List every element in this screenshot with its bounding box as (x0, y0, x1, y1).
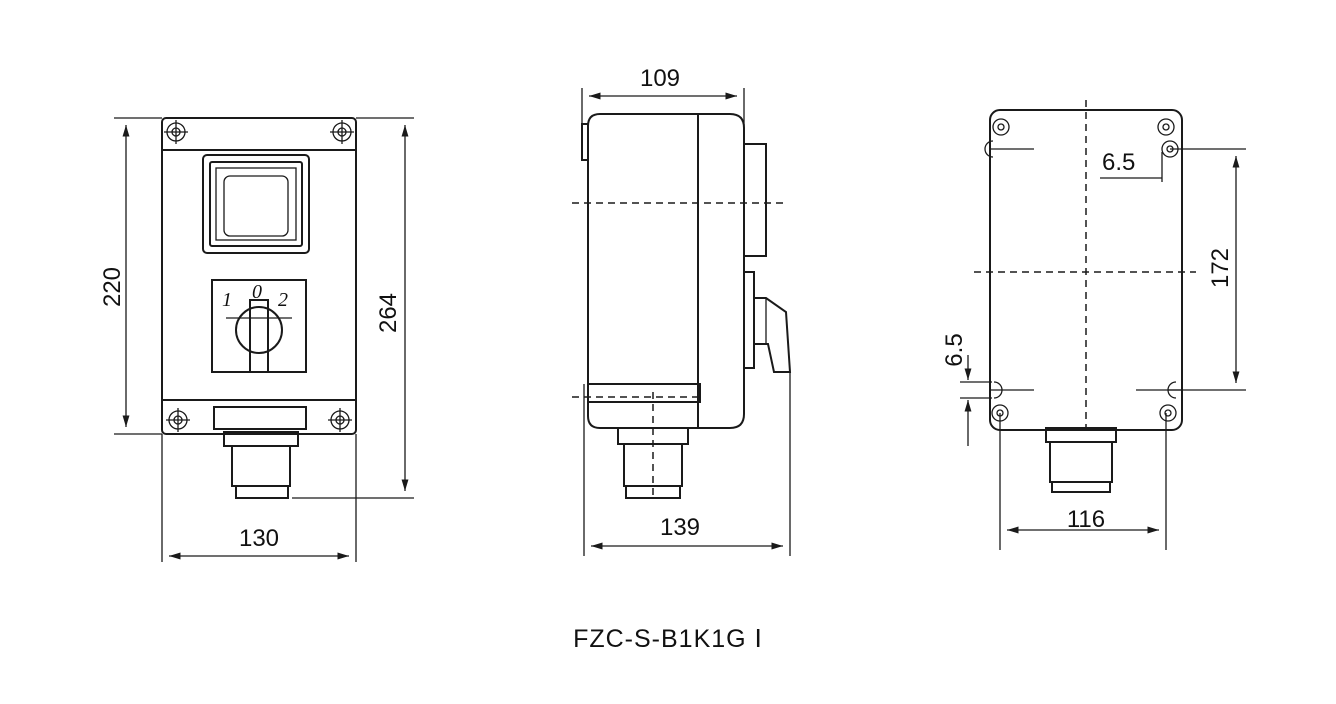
mount-height-172-label: 172 (1207, 248, 1234, 288)
width-130-label: 130 (239, 525, 279, 552)
rotary-switch: 1 0 2 (211, 279, 307, 373)
switch-position-2: 2 (278, 289, 288, 311)
dimension-6-5-side: 6.5 (941, 333, 992, 446)
corner-screw-icon (328, 408, 352, 432)
switch-position-0: 0 (252, 281, 262, 303)
model-caption: FZC-S-B1K1G Ⅰ (573, 625, 763, 653)
height-264-label: 264 (375, 293, 402, 333)
dimension-220: 220 (99, 117, 162, 435)
dimension-264: 264 (292, 117, 414, 499)
mount-width-116-label: 116 (1067, 506, 1105, 533)
corner-screw-icon (164, 120, 188, 144)
back-view: 172 6.5 6.5 116 (941, 100, 1246, 550)
mounting-hole-icon (984, 118, 1034, 158)
cable-gland (213, 406, 307, 499)
switch-position-1: 1 (222, 289, 232, 311)
side-view: 109 139 (572, 65, 792, 556)
mounting-hole-icon (1136, 381, 1182, 422)
depth-109-label: 109 (640, 65, 680, 92)
hole-6-5-top-label: 6.5 (1102, 149, 1135, 176)
side-enclosure (587, 113, 745, 429)
mounting-hole-icon (990, 381, 1034, 422)
height-220-label: 220 (99, 267, 126, 307)
front-enclosure (161, 117, 357, 435)
indicator-window (202, 154, 310, 254)
mounting-hole-icon (1157, 118, 1179, 158)
dimension-130: 130 (161, 434, 357, 562)
dimension-6-5-top: 6.5 (1100, 149, 1163, 182)
corner-screw-icon (330, 120, 354, 144)
front-view: 1 0 2 220 264 130 (99, 117, 414, 562)
dimension-172: 172 (1168, 148, 1246, 391)
dimension-116: 116 (999, 413, 1167, 550)
switch-handle (753, 297, 792, 373)
dimension-109: 109 (581, 65, 745, 160)
hole-6-5-side-label: 6.5 (941, 333, 968, 366)
corner-screw-icon (166, 408, 190, 432)
dimension-139: 139 (583, 372, 791, 556)
depth-139-label: 139 (660, 514, 700, 541)
back-enclosure (989, 109, 1183, 431)
